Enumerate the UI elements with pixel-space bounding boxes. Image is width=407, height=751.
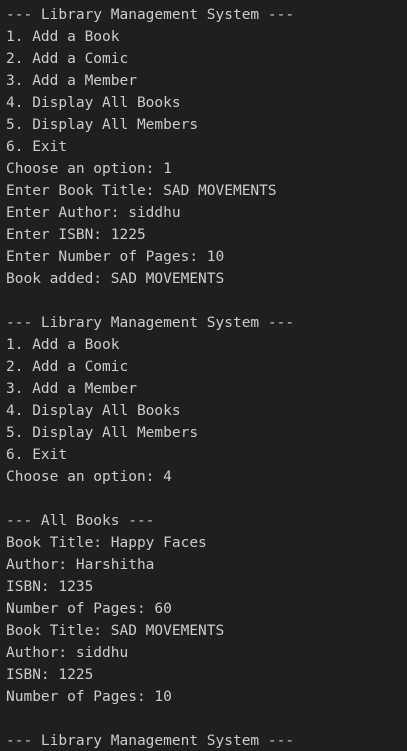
terminal-line: Author: Harshitha xyxy=(6,557,155,573)
terminal-line: 5. Display All Members xyxy=(6,425,199,441)
terminal-line: 1. Add a Book xyxy=(6,29,120,45)
terminal-line: 4. Display All Books xyxy=(6,95,181,111)
terminal-line: Number of Pages: 60 xyxy=(6,601,172,617)
terminal-line: 6. Exit xyxy=(6,139,68,155)
terminal-line xyxy=(6,708,407,730)
terminal-line: ISBN: 1225 xyxy=(6,667,94,683)
terminal-line xyxy=(6,488,407,510)
terminal-line: ISBN: 1235 xyxy=(6,579,94,595)
terminal-line: 6. Exit xyxy=(6,447,68,463)
terminal-line: 5. Display All Members xyxy=(6,117,199,133)
terminal-line: Choose an option: 4 xyxy=(6,469,172,485)
terminal-line: Enter Number of Pages: 10 xyxy=(6,249,225,265)
terminal-line: --- All Books --- xyxy=(6,513,155,529)
terminal-line: --- Library Management System --- xyxy=(6,315,295,331)
terminal-line: 1. Add a Book xyxy=(6,337,120,353)
terminal-line: Choose an option: 1 xyxy=(6,161,172,177)
terminal-line: Book Title: Happy Faces xyxy=(6,535,207,551)
terminal-line: Book Title: SAD MOVEMENTS xyxy=(6,623,225,639)
terminal-line xyxy=(6,290,407,312)
terminal-line: 2. Add a Comic xyxy=(6,51,129,67)
terminal-line: Number of Pages: 10 xyxy=(6,689,172,705)
terminal-line: Enter Book Title: SAD MOVEMENTS xyxy=(6,183,277,199)
terminal-line: --- Library Management System --- xyxy=(6,7,295,23)
terminal-line: 3. Add a Member xyxy=(6,73,137,89)
terminal-line: Book added: SAD MOVEMENTS xyxy=(6,271,225,287)
terminal-line: 3. Add a Member xyxy=(6,381,137,397)
terminal-line: Enter Author: siddhu xyxy=(6,205,181,221)
terminal-line: --- Library Management System --- xyxy=(6,733,295,749)
terminal-line: Enter ISBN: 1225 xyxy=(6,227,146,243)
terminal-line: 2. Add a Comic xyxy=(6,359,129,375)
terminal-line: 4. Display All Books xyxy=(6,403,181,419)
terminal-line: Author: siddhu xyxy=(6,645,129,661)
